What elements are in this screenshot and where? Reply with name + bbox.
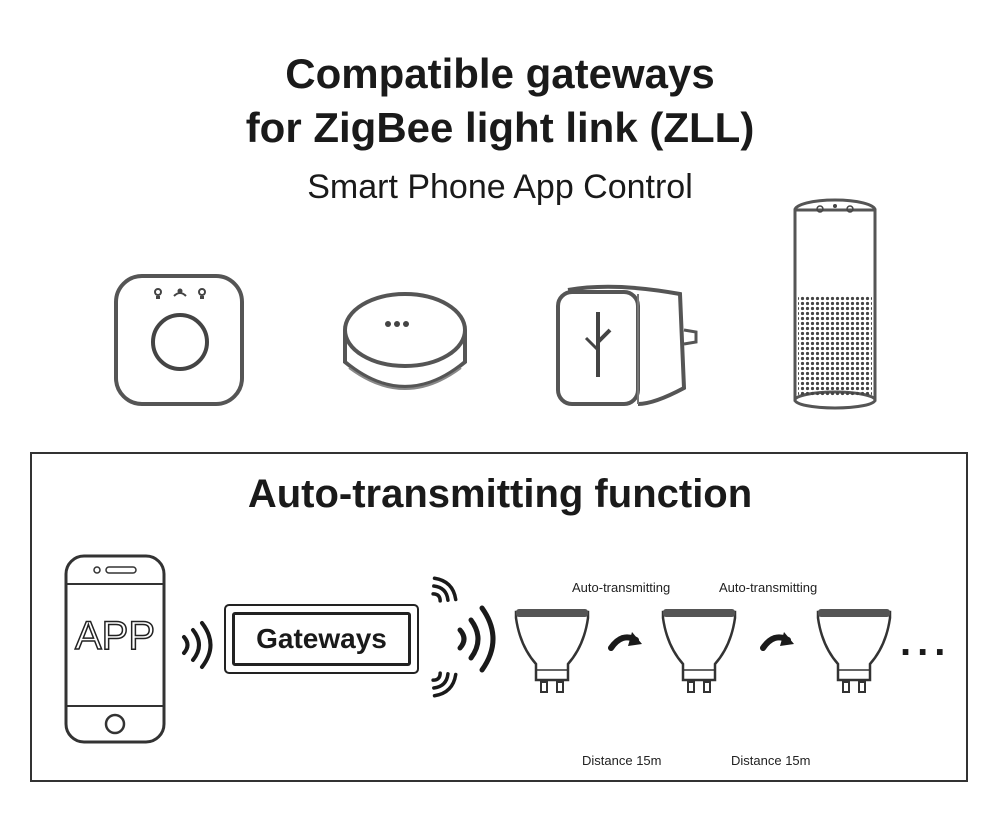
auto-transmitting-label-1: Auto-transmitting bbox=[572, 580, 671, 595]
gu10-bulb-icon bbox=[661, 609, 737, 693]
more-bulbs-ellipsis: ... bbox=[900, 620, 952, 664]
page-subtitle: Smart Phone App Control bbox=[307, 168, 693, 206]
gu10-bulb-icon bbox=[514, 609, 590, 693]
smart-speaker-icon bbox=[793, 198, 877, 410]
plug-hub-icon bbox=[556, 284, 698, 406]
auto-transmitting-label-2: Auto-transmitting bbox=[719, 580, 818, 595]
curved-arrow-icon bbox=[760, 632, 794, 651]
gateways-box: Gateways bbox=[224, 604, 419, 674]
hue-bridge-icon bbox=[114, 274, 244, 406]
auto-transmitting-panel bbox=[30, 452, 968, 782]
wireless-signal-down-icon bbox=[431, 671, 458, 698]
page-title-line-2: for ZigBee light link (ZLL) bbox=[245, 104, 755, 151]
phone-app-label: APP bbox=[74, 613, 156, 659]
distance-label-1: Distance 15m bbox=[582, 753, 662, 768]
gateways-label: Gateways bbox=[232, 612, 411, 666]
wireless-signal-up-icon bbox=[431, 576, 458, 603]
wireless-signal-right-icon bbox=[457, 605, 496, 673]
gu10-bulb-icon bbox=[816, 609, 892, 693]
wireless-signal-icon bbox=[182, 621, 213, 669]
distance-label-2: Distance 15m bbox=[731, 753, 811, 768]
round-hub-icon bbox=[343, 292, 467, 390]
curved-arrow-icon bbox=[608, 632, 642, 651]
page-title-line-1: Compatible gateways bbox=[285, 50, 715, 97]
smartphone-icon: APP bbox=[64, 554, 166, 744]
panel-title: Auto-transmitting function bbox=[247, 472, 753, 516]
